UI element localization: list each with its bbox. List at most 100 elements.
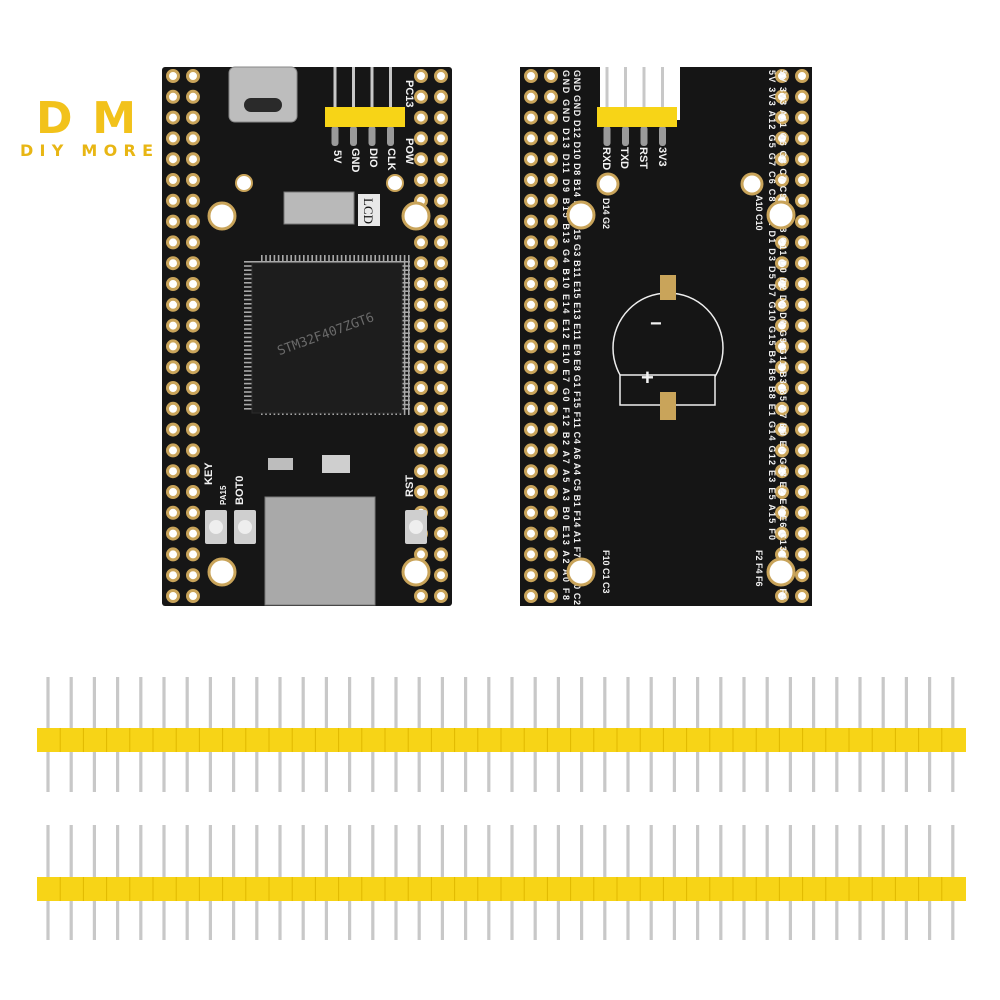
header-segment-line (871, 877, 873, 901)
pin-hole (795, 443, 809, 458)
header-segment-line (941, 728, 943, 752)
pin-hole (166, 318, 180, 333)
pin-hole (544, 193, 558, 208)
pin-hole (795, 401, 809, 416)
chip-leg (244, 261, 410, 263)
pin-hole (434, 589, 448, 603)
pin-hole (186, 464, 200, 479)
boot0-button-cap (238, 520, 252, 534)
pin-hole (166, 505, 180, 520)
pin-hole (434, 318, 448, 333)
pin-hole (775, 360, 789, 375)
header-segment-line (593, 728, 595, 752)
key-button-cap (209, 520, 223, 534)
header-segment-line (570, 728, 572, 752)
header-segment-line (616, 728, 618, 752)
pin-hole (166, 69, 180, 83)
pin-hole (414, 110, 428, 125)
pin-hole (414, 69, 428, 83)
mount-hole (566, 557, 596, 587)
pin-hole (414, 339, 428, 354)
header-segment-line (384, 877, 386, 901)
pin-hole (544, 547, 558, 562)
pin-hole (795, 547, 809, 562)
pin-hole (434, 256, 448, 271)
pin-hole (434, 443, 448, 458)
pin-hole (166, 568, 180, 583)
header-segment-line (593, 877, 595, 901)
pin-hole (795, 381, 809, 395)
pin-hole (795, 339, 809, 354)
logo-mark: DM (36, 93, 136, 144)
pin-hole (544, 110, 558, 125)
pin-hole (166, 235, 180, 250)
pin-hole (414, 318, 428, 333)
label-dio: DIO (367, 148, 379, 168)
header-segment-line (338, 728, 340, 752)
pin-labels-left-bottom: F10 C1 C3 (601, 550, 611, 594)
header-segment-line (477, 877, 479, 901)
header-segment-line (454, 728, 456, 752)
pin-header-strips (37, 677, 966, 940)
pin-hole (795, 505, 809, 520)
pin-labels-right-outer: 5V 3V3 A11 G6 G8 C7 C9 A9 A8 C11 D0 D2 D… (778, 70, 788, 600)
header-segment-line (314, 728, 316, 752)
header-segment-line (222, 728, 224, 752)
label-rst: RST (637, 147, 649, 169)
label-gnd: GND (349, 148, 361, 173)
pin-hole (186, 339, 200, 354)
pin-hole (524, 339, 538, 354)
pin-hole (795, 235, 809, 250)
battery-plus-sign: + (641, 365, 654, 390)
label-pa15: PA15 (219, 485, 228, 505)
header-pin-bent (622, 126, 629, 146)
pin-hole (186, 173, 200, 187)
header-segment-line (198, 728, 200, 752)
pin-hole (434, 381, 448, 395)
pin-hole (414, 152, 428, 167)
pin-header-strip (37, 825, 966, 940)
header-segment-line (407, 728, 409, 752)
pin-hole (524, 443, 538, 458)
pin-labels-right-extra: A10 C10 (754, 195, 764, 231)
mount-hole (766, 557, 796, 587)
pin-hole (434, 568, 448, 583)
pin-hole (544, 339, 558, 354)
logo-brand: DIY MORE (20, 141, 156, 160)
pin-hole (414, 401, 428, 416)
header-pin-bent (603, 126, 611, 146)
pin-hole (166, 547, 180, 562)
pin-hole (414, 443, 428, 458)
pin-hole (795, 69, 809, 83)
header-segment-line (361, 728, 363, 752)
header-segment-line (686, 877, 688, 901)
pin-hole (775, 505, 789, 520)
pin-hole (166, 89, 180, 104)
header-segment-line (802, 877, 804, 901)
pin-hole (524, 235, 538, 250)
label-pow: POW (403, 138, 415, 165)
pin-hole (544, 277, 558, 291)
pin-hole (414, 235, 428, 250)
pin-hole (544, 401, 558, 416)
pin-hole (775, 339, 789, 354)
pin-hole (524, 401, 538, 416)
label-key: KEY (203, 462, 215, 485)
pin-hole (544, 360, 558, 375)
pin-hole (186, 235, 200, 250)
header-segment-line (570, 877, 572, 901)
uart-header (597, 67, 677, 146)
pin-hole (795, 277, 809, 291)
label-boot0: BOT0 (234, 476, 246, 505)
pin-hole (166, 277, 180, 291)
header-pin (661, 67, 664, 109)
pin-hole (434, 360, 448, 375)
pin-hole (775, 131, 789, 146)
pin-hole (524, 589, 538, 603)
mount-hole (401, 557, 431, 587)
header-segment-line (454, 877, 456, 901)
header-segment-line (198, 877, 200, 901)
header-segment-line (59, 877, 61, 901)
pin-hole (795, 360, 809, 375)
pin-hole (775, 277, 789, 291)
